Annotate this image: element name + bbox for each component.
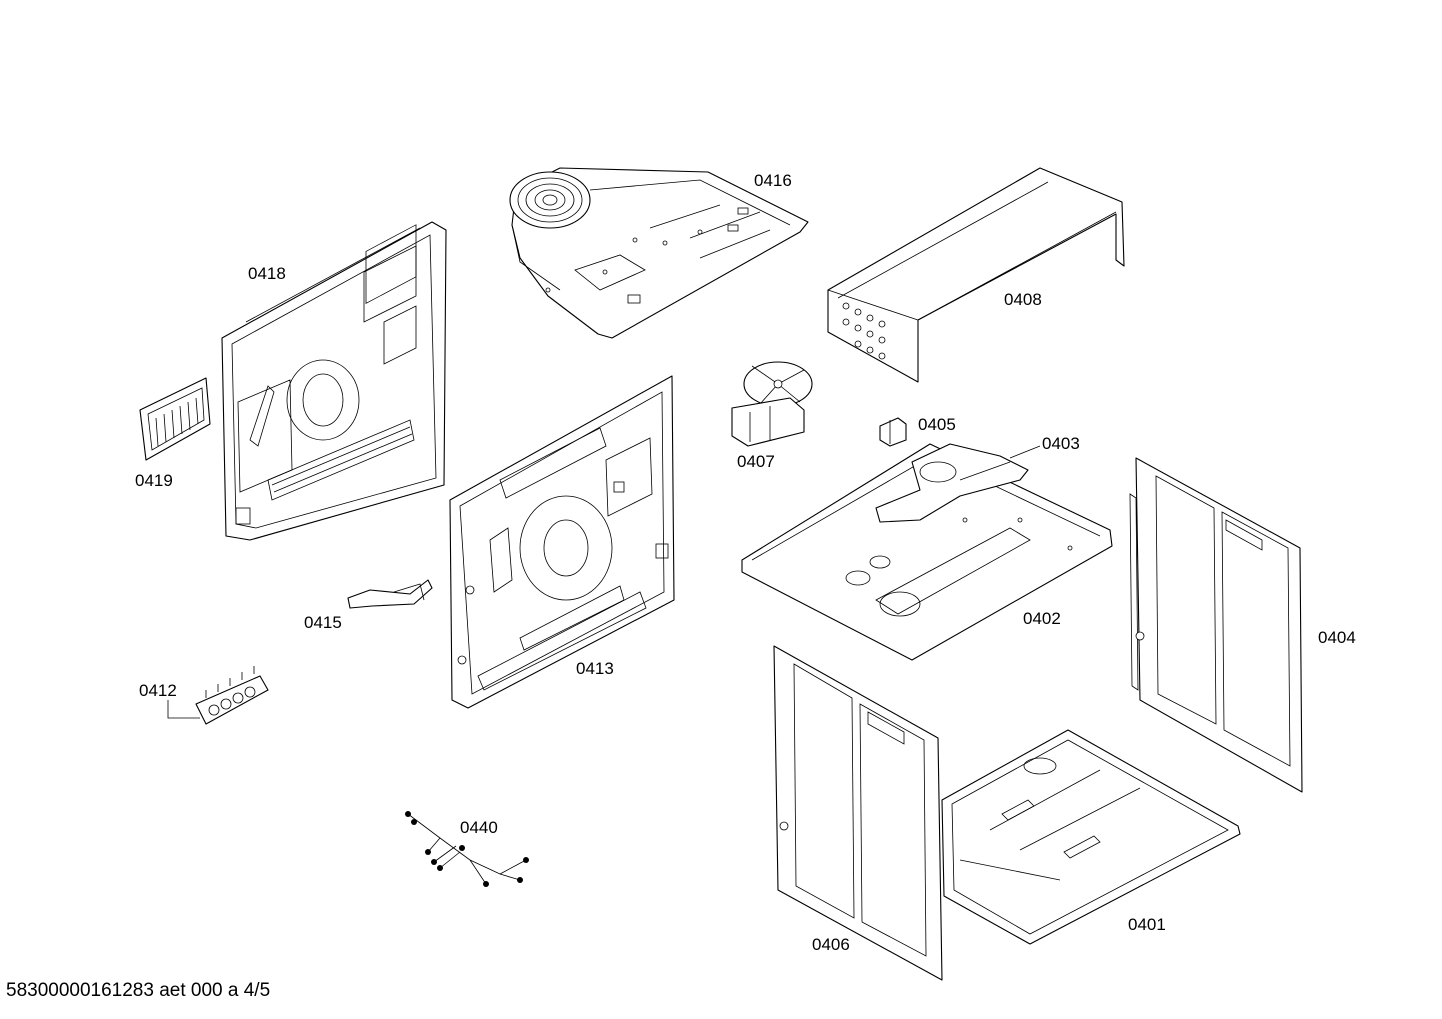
part-0440-wiring-harness (405, 811, 529, 887)
label-0440: 0440 (460, 818, 498, 837)
leader-0403 (1009, 445, 1041, 459)
label-0408: 0408 (1004, 290, 1042, 309)
label-0404: 0404 (1318, 628, 1356, 647)
label-0419: 0419 (135, 471, 173, 490)
label-0416: 0416 (754, 171, 792, 190)
leader-lines (167, 445, 1041, 719)
part-0401-bottom-panel (941, 729, 1241, 945)
part-0408-top-channel (827, 167, 1125, 383)
label-0401: 0401 (1128, 915, 1166, 934)
document-reference: 58300000161283 aet 000 a 4/5 (6, 980, 271, 1001)
label-0412: 0412 (139, 681, 177, 700)
part-0406-left-side-panel (773, 645, 943, 981)
part-0416-fan-duct (509, 167, 809, 339)
part-0407-fan-motor (731, 361, 813, 447)
label-0403: 0403 (1042, 434, 1080, 453)
label-0406: 0406 (812, 935, 850, 954)
part-0415-cable (347, 579, 433, 609)
label-0418: 0418 (248, 264, 286, 283)
label-0415: 0415 (304, 613, 342, 632)
part-0419-grille (139, 377, 211, 461)
part-labels: 0416 0418 0408 0419 0405 0403 0407 0415 … (135, 171, 1356, 954)
part-0404-right-side-panel (1129, 457, 1303, 793)
part-0405-sensor (879, 417, 907, 447)
label-0413: 0413 (576, 659, 614, 678)
part-0402-top-panel (741, 443, 1113, 661)
part-0412-terminal-block (195, 666, 269, 725)
label-0407: 0407 (737, 452, 775, 471)
leader-0412 (167, 700, 200, 719)
label-0405: 0405 (918, 415, 956, 434)
label-0402: 0402 (1023, 609, 1061, 628)
part-0418-rear-panel (221, 221, 447, 541)
part-0403-heating-element (875, 443, 1029, 523)
part-0413-rear-wall (449, 375, 675, 709)
